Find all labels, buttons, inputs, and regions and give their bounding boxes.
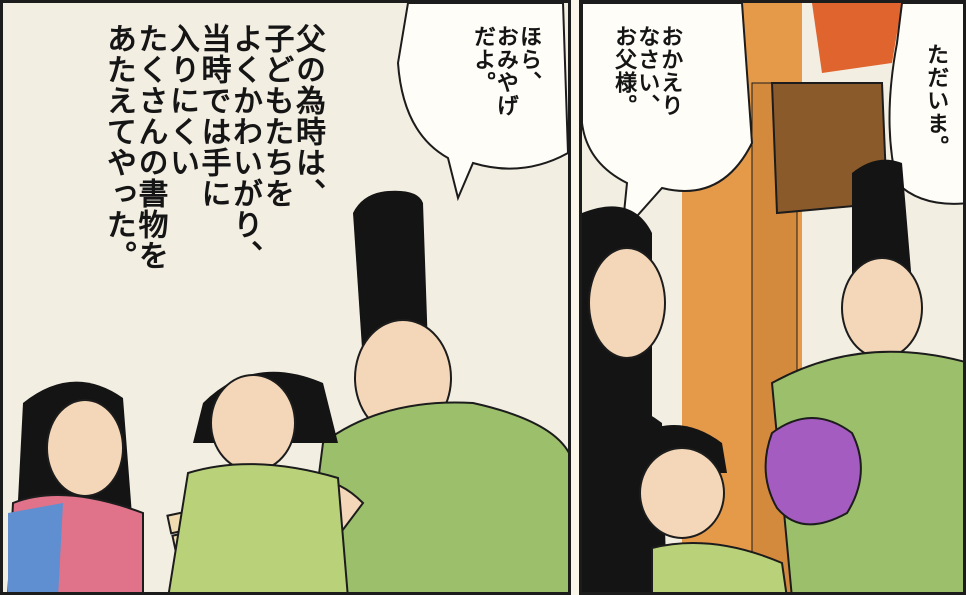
boy-face xyxy=(210,374,296,472)
speech-balloon xyxy=(396,3,568,202)
panel-left: 父の為時は、 子どもたちを よくかわいがり、 当時では手に 入りにくい たくさん… xyxy=(0,0,571,595)
speech-text-father-return: ただいま。 xyxy=(923,43,949,158)
panel-left-artwork xyxy=(7,3,568,592)
sister-face xyxy=(46,399,124,497)
speech-balloon-children xyxy=(582,3,754,236)
gift-bundle xyxy=(764,417,862,526)
boy-face-right xyxy=(639,447,725,539)
speech-text-father-gift: ほら、 おみやげ だよ。 xyxy=(469,25,541,117)
sister-figure-right xyxy=(582,206,666,423)
boy-robe xyxy=(167,463,349,592)
narration-text: 父の為時は、 子どもたちを よくかわいがり、 当時では手に 入りにくい たくさん… xyxy=(101,23,325,271)
sister-face-right xyxy=(588,247,666,359)
boy-figure xyxy=(167,371,349,592)
eboshi-hat-right xyxy=(852,159,912,288)
boy-figure-right xyxy=(582,400,788,592)
father-face-right xyxy=(841,257,923,359)
panel-right: おかえり なさい、 お父様。 ただいま。 xyxy=(579,0,966,595)
father-figure-right xyxy=(770,159,963,592)
father-robe xyxy=(302,401,568,592)
panel-right-artwork xyxy=(582,3,963,592)
speech-text-children-welcome: おかえり なさい、 お父様。 xyxy=(611,25,683,117)
sister-figure xyxy=(7,381,144,592)
father-robe-right xyxy=(770,350,963,592)
